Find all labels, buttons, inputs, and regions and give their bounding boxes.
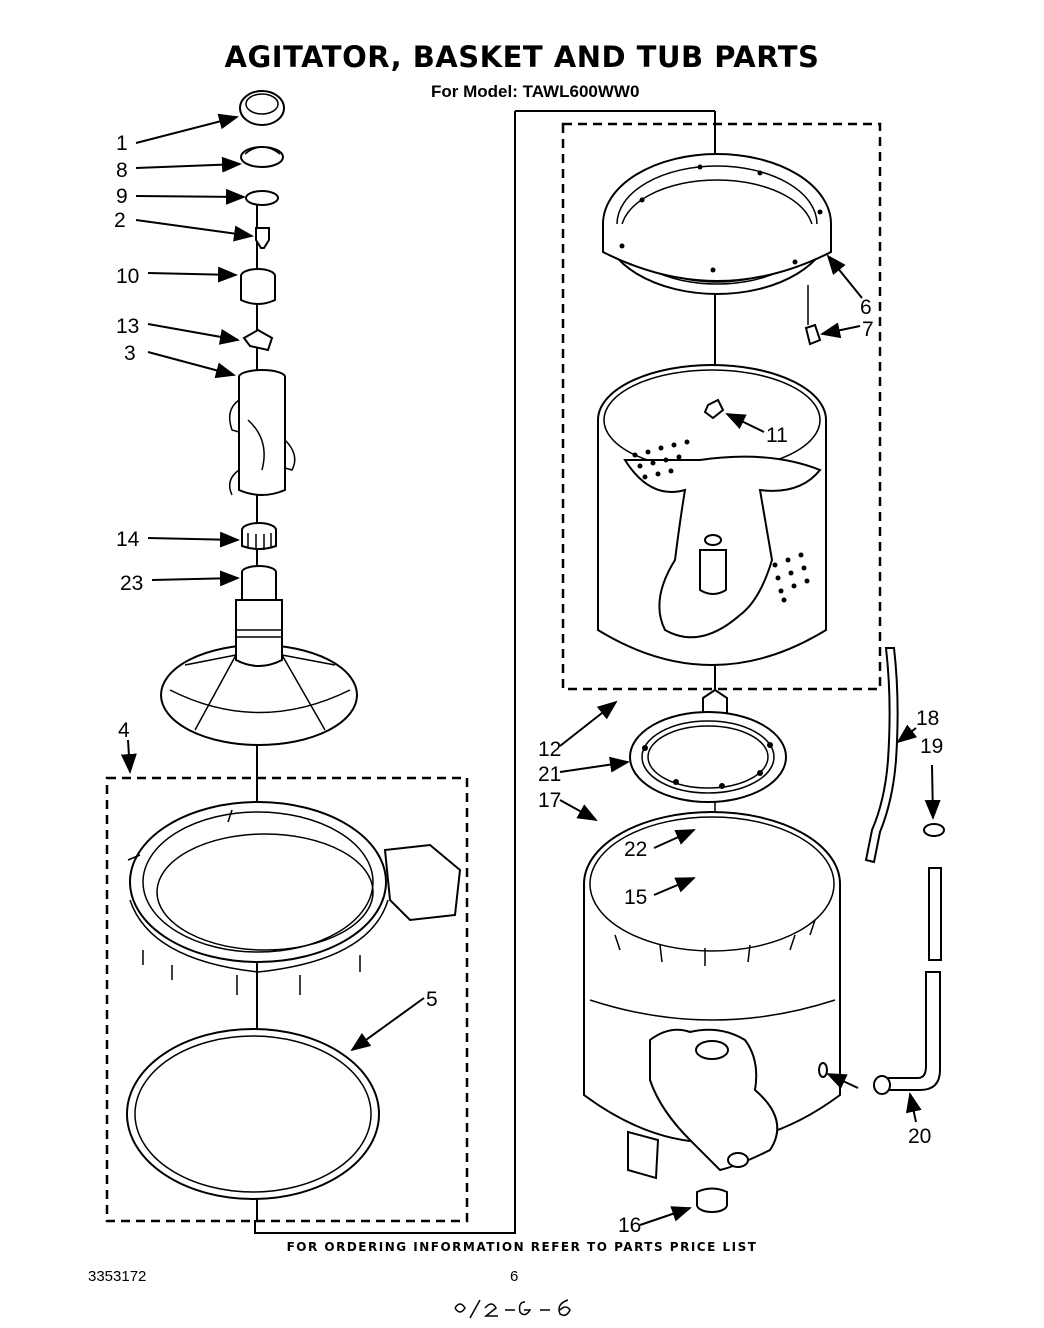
center-post-bracket (254, 110, 715, 1234)
document-number: 3353172 (88, 1268, 147, 1285)
callout-20: 20 (908, 1125, 931, 1148)
drain-hose-part (928, 867, 942, 961)
spin-basket-part (597, 364, 827, 666)
tub-seal-part (126, 1028, 380, 1200)
callout-8: 8 (116, 159, 128, 182)
callout-14: 14 (116, 528, 140, 551)
hose-clamp-part (923, 823, 945, 837)
callout-1: 1 (116, 132, 128, 155)
leader-arrows (120, 113, 941, 1226)
callout-9: 9 (116, 185, 128, 208)
callout-16: 16 (618, 1214, 641, 1237)
outer-tub-part (583, 811, 841, 1180)
dog-part (255, 227, 270, 249)
handwritten-note (454, 1299, 571, 1319)
callout-13: 13 (116, 315, 139, 338)
page-number: 6 (510, 1268, 519, 1285)
callout-10: 10 (116, 265, 139, 288)
callout-22: 22 (624, 838, 647, 861)
tub-ring-assembly-box (105, 776, 469, 1223)
o-ring-part (245, 190, 279, 206)
callout-18: 18 (916, 707, 939, 730)
ordering-note: FOR ORDERING INFORMATION REFER TO PARTS … (286, 1240, 758, 1254)
callout-4: 4 (118, 719, 130, 742)
balance-ring-part (602, 153, 832, 295)
callout-11: 11 (766, 424, 788, 447)
drain-plug-part (696, 1187, 728, 1213)
callout-15: 15 (624, 886, 647, 909)
tub-ring-part (127, 801, 462, 995)
basket-assembly-box (561, 122, 882, 691)
model-subtitle: For Model: TAWL600WW0 (431, 82, 640, 101)
agitator-base-part (160, 565, 358, 746)
agitator-barrel-part (228, 369, 296, 496)
callout-6: 6 (860, 296, 872, 319)
callout-12: 12 (538, 738, 561, 761)
cap-seal-part (240, 146, 284, 168)
agitator-cap-part (239, 90, 285, 126)
bearing-ring-part (629, 711, 787, 803)
balance-ring-clip-part (804, 323, 822, 346)
callout-23: 23 (120, 572, 143, 595)
basket-perforations (632, 439, 810, 603)
callout-7: 7 (862, 318, 874, 341)
callout-2: 2 (114, 209, 126, 232)
callout-17: 17 (538, 789, 561, 812)
callout-19: 19 (920, 735, 943, 758)
cam-part (240, 268, 276, 305)
callout-labels: 1 8 9 2 10 13 3 14 23 4 5 6 7 11 12 21 1… (114, 132, 943, 1237)
callout-21: 21 (538, 763, 561, 786)
spring-part (242, 328, 274, 352)
seal-kit-part (241, 522, 277, 550)
page-title: AGITATOR, BASKET AND TUB PARTS (224, 40, 820, 74)
overflow-hose-part (864, 647, 899, 864)
callout-3: 3 (124, 342, 136, 365)
callout-5: 5 (426, 988, 438, 1011)
